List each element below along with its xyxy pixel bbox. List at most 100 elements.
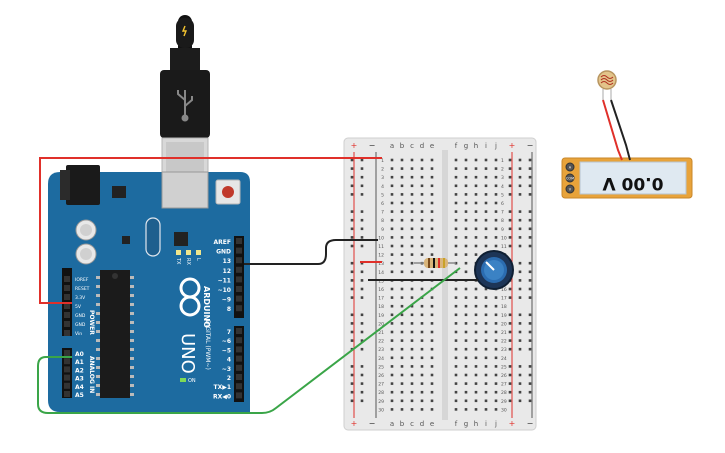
breadboard-hole[interactable] [390,373,394,377]
breadboard-hole[interactable] [484,339,488,342]
breadboard-hole[interactable] [474,304,478,308]
breadboard-hole[interactable] [454,304,458,308]
breadboard-hole[interactable] [494,201,498,205]
breadboard-hole[interactable] [400,244,404,248]
rail-hole[interactable] [360,236,364,239]
breadboard-hole[interactable] [410,382,414,385]
breadboard-hole[interactable] [390,253,394,256]
breadboard-hole[interactable] [410,356,414,360]
breadboard-hole[interactable] [474,382,478,385]
breadboard-hole[interactable] [494,236,498,239]
breadboard-hole[interactable] [400,304,404,308]
breadboard-hole[interactable] [494,347,498,351]
breadboard-hole[interactable] [400,382,404,385]
rail-hole[interactable] [528,399,532,403]
breadboard-hole[interactable] [410,210,414,213]
rail-hole[interactable] [508,399,512,403]
breadboard-hole[interactable] [410,304,414,308]
breadboard-hole[interactable] [484,296,488,299]
rail-hole[interactable] [350,158,354,162]
rail-hole[interactable] [350,236,354,239]
breadboard-hole[interactable] [420,218,424,222]
breadboard-hole[interactable] [430,201,434,205]
multimeter-terminal[interactable] [565,162,575,172]
breadboard-hole[interactable] [464,287,468,291]
rail-hole[interactable] [528,244,532,248]
rail-hole[interactable] [360,158,364,162]
rail-hole[interactable] [518,270,522,274]
breadboard-hole[interactable] [454,244,458,248]
breadboard-hole[interactable] [410,390,414,394]
breadboard-hole[interactable] [390,261,394,265]
digital-pin[interactable] [236,305,242,312]
breadboard-hole[interactable] [464,167,468,170]
power-pin[interactable] [64,330,70,336]
breadboard-hole[interactable] [484,365,488,368]
breadboard-hole[interactable] [464,408,468,411]
breadboard-hole[interactable] [430,390,434,394]
breadboard-hole[interactable] [430,236,434,239]
breadboard-hole[interactable] [494,365,498,368]
breadboard-hole[interactable] [484,390,488,394]
breadboard-hole[interactable] [474,365,478,368]
rail-hole[interactable] [360,167,364,170]
breadboard-hole[interactable] [410,253,414,256]
breadboard-hole[interactable] [484,193,488,196]
breadboard-hole[interactable] [494,373,498,377]
rail-hole[interactable] [350,296,354,299]
breadboard-hole[interactable] [430,339,434,342]
breadboard-hole[interactable] [454,347,458,351]
rail-hole[interactable] [518,296,522,299]
breadboard-hole[interactable] [464,296,468,299]
rail-hole[interactable] [360,296,364,299]
breadboard-hole[interactable] [474,184,478,188]
breadboard-hole[interactable] [464,227,468,231]
rail-hole[interactable] [508,218,512,222]
breadboard-hole[interactable] [474,210,478,213]
breadboard-hole[interactable] [474,356,478,360]
rail-hole[interactable] [528,167,532,170]
breadboard-hole[interactable] [410,373,414,377]
breadboard-hole[interactable] [430,253,434,256]
breadboard-hole[interactable] [464,184,468,188]
breadboard-hole[interactable] [464,373,468,377]
digital-pin[interactable] [236,383,242,390]
rail-hole[interactable] [528,210,532,213]
breadboard-hole[interactable] [420,304,424,308]
rail-hole[interactable] [528,373,532,377]
breadboard-hole[interactable] [420,201,424,205]
rail-hole[interactable] [528,322,532,325]
breadboard-hole[interactable] [464,158,468,162]
rail-hole[interactable] [350,330,354,334]
breadboard-hole[interactable] [390,322,394,325]
breadboard-hole[interactable] [454,218,458,222]
breadboard-hole[interactable] [410,193,414,196]
breadboard-hole[interactable] [410,408,414,411]
breadboard-hole[interactable] [494,184,498,188]
breadboard-hole[interactable] [474,175,478,179]
breadboard-hole[interactable] [430,210,434,213]
breadboard-hole[interactable] [390,313,394,317]
breadboard-hole[interactable] [454,175,458,179]
breadboard-hole[interactable] [410,270,414,274]
rail-hole[interactable] [350,399,354,403]
rail-hole[interactable] [518,390,522,394]
breadboard-hole[interactable] [390,408,394,411]
breadboard-hole[interactable] [464,253,468,256]
breadboard-hole[interactable] [474,408,478,411]
rail-hole[interactable] [350,227,354,231]
breadboard-hole[interactable] [484,330,488,334]
breadboard-hole[interactable] [420,236,424,239]
rail-hole[interactable] [350,218,354,222]
breadboard-hole[interactable] [420,313,424,317]
power-pin[interactable] [64,303,70,309]
breadboard-hole[interactable] [390,390,394,394]
breadboard-hole[interactable] [484,184,488,188]
power-pin[interactable] [64,294,70,300]
digital-pin[interactable] [236,392,242,399]
rail-hole[interactable] [350,244,354,248]
breadboard-hole[interactable] [420,167,424,170]
breadboard-hole[interactable] [474,296,478,299]
breadboard-hole[interactable] [464,390,468,394]
